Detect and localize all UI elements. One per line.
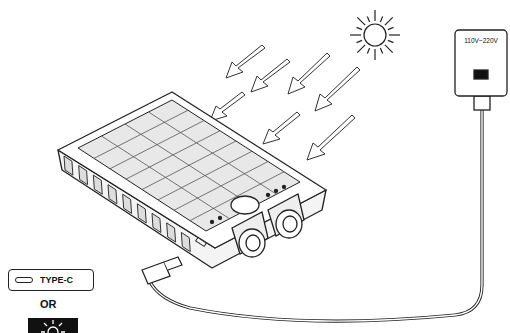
sun-ray [357,40,363,42]
solar-cell-line [149,112,277,194]
sun-icon [350,10,400,60]
input-type-box: TYPE-C [8,269,94,291]
flashlights [232,194,304,257]
sun-ray [385,17,393,25]
flashlight-icon [28,318,78,333]
power-bank [58,92,326,268]
rubber-rib [137,204,146,223]
or-label: OR [40,298,57,310]
rubber-rib [181,232,190,251]
sun-ray [357,27,363,29]
sun-ray [374,49,375,60]
sun-ray [367,17,369,23]
sun-ray [357,17,365,25]
wall-adapter [455,30,507,96]
sun-ray [388,40,394,42]
node-text: TYPE-C [40,275,73,285]
solar-cell-line [102,136,230,219]
sun-ray [389,34,400,35]
usb-port [196,238,207,247]
sun-ray [350,34,361,35]
rubber-rib [123,194,132,213]
node-text: 110V~220V [464,37,498,44]
charging-cable [142,96,490,321]
rubber-rib [79,166,88,185]
rubber-rib [64,156,73,175]
rubber-rib [167,223,176,242]
rubber-rib [108,185,117,204]
sun-ray [380,48,382,54]
rubber-rib [152,213,161,232]
sun-ray [385,45,393,53]
sun-ray [357,45,365,53]
solar-cell-line [125,124,253,207]
adapter-voltage: 110V~220V [456,33,506,47]
port-icon [15,277,33,283]
sun-ray [374,10,375,21]
sun-ray [380,17,382,23]
sun-ray [388,27,394,29]
sun-ray [367,48,369,54]
rubber-rib [93,175,102,194]
